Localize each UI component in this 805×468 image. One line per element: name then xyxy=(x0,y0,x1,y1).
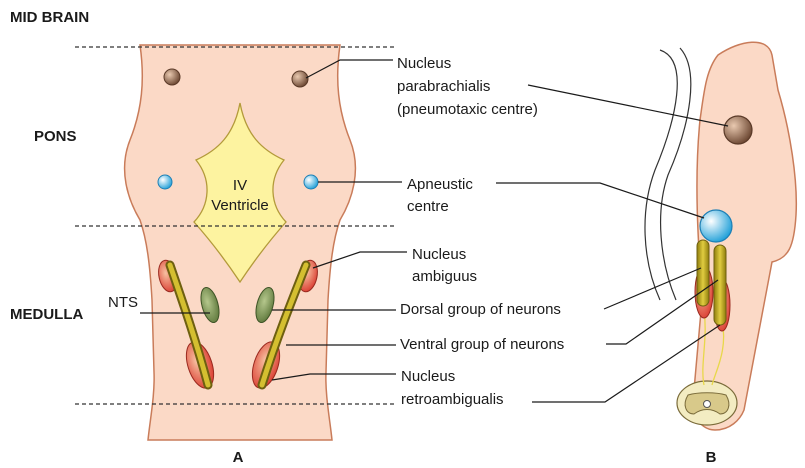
callout-parabrachialis-line1: Nucleus xyxy=(397,55,451,72)
callout-dorsal: Dorsal group of neurons xyxy=(400,301,561,318)
ventricle-label-line1: IV xyxy=(233,177,247,194)
apneustic-nucleus-right xyxy=(304,175,318,189)
nts-label: NTS xyxy=(108,294,138,311)
parabrachial-nucleus-left xyxy=(164,69,180,85)
callout-parabrachialis-line2: parabrachialis xyxy=(397,78,490,95)
lateral-dorsal-group xyxy=(697,240,709,306)
lateral-parabrachial-nucleus xyxy=(724,116,752,144)
panel-label-a: A xyxy=(233,449,244,466)
callout-retroambigualis-line2: retroambigualis xyxy=(401,391,504,408)
apneustic-nucleus-left xyxy=(158,175,172,189)
panel-label-b: B xyxy=(706,449,717,466)
lateral-ventral-group xyxy=(714,245,726,325)
region-label-medulla: MEDULLA xyxy=(10,306,83,323)
callout-ambiguus-line1: Nucleus xyxy=(412,246,466,263)
brainstem-lateral-view xyxy=(645,42,796,430)
callout-ventral: Ventral group of neurons xyxy=(400,336,564,353)
callout-parabrachialis-line3: (pneumotaxic centre) xyxy=(397,101,538,118)
cerebellum-outline-inner xyxy=(661,48,691,300)
central-canal xyxy=(704,401,711,408)
leader-dorsal-b xyxy=(604,268,701,309)
brainstem-dorsal-view: IV Ventricle NTS xyxy=(108,45,355,440)
leader-apneustic-b xyxy=(496,183,704,218)
lateral-apneustic-centre xyxy=(700,210,732,242)
ventricle-label-line2: Ventricle xyxy=(211,197,269,214)
callout-ambiguus-line2: ambiguus xyxy=(412,268,477,285)
callout-apneustic-line1: Apneustic xyxy=(407,176,473,193)
callout-apneustic-line2: centre xyxy=(407,198,449,215)
region-label-pons: PONS xyxy=(34,128,77,145)
callout-retroambigualis-line1: Nucleus xyxy=(401,368,455,385)
leader-parabrachialis-b xyxy=(528,85,728,126)
parabrachial-nucleus-right xyxy=(292,71,308,87)
region-label-midbrain: MID BRAIN xyxy=(10,9,89,26)
cerebellum-outline xyxy=(645,50,677,300)
